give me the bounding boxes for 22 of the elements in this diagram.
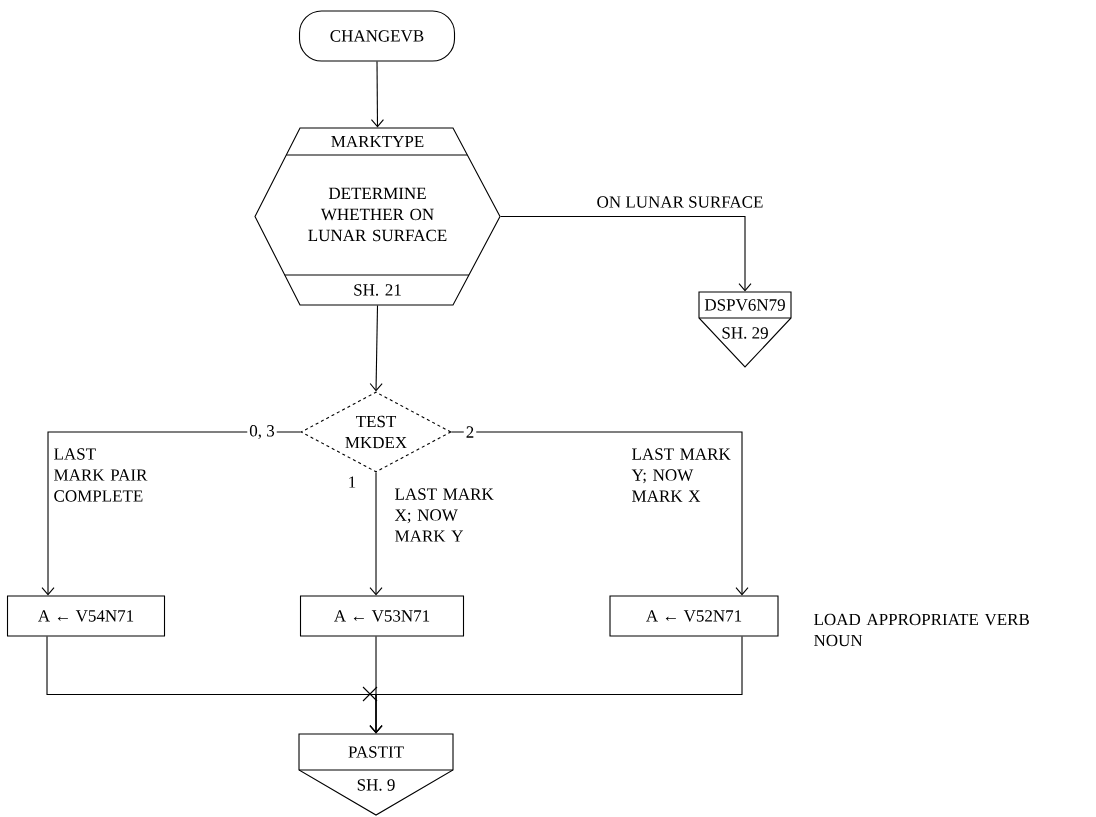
predefined-process-hexagon: MARKTYPE DETERMINE WHETHER ON LUNAR SURFACE SH. 21 bbox=[254, 127, 501, 306]
condition-note: LAST MARK X; NOW MARK Y bbox=[394, 488, 494, 542]
process-box: A ← V52N71 bbox=[609, 595, 779, 637]
process-box: A ← V53N71 bbox=[299, 595, 465, 637]
arrow bbox=[369, 305, 383, 392]
edge-label: 2 bbox=[463, 424, 477, 440]
condition-note: LAST MARK Y; NOW MARK X bbox=[631, 448, 731, 502]
note-text: LOAD APPROPRIATE VERB NOUN bbox=[814, 613, 1029, 647]
arrow bbox=[369, 636, 743, 734]
off-page-connector: PASTIT SH. 9 bbox=[298, 733, 454, 816]
off-page-connector: DSPV6N79 SH. 29 bbox=[698, 291, 792, 368]
arrow bbox=[500, 215, 752, 292]
arrow bbox=[41, 431, 301, 596]
process-box: A ← V54N71 bbox=[6, 595, 166, 637]
condition-note: LAST MARK PAIR COMPLETE bbox=[54, 448, 148, 502]
terminal-box: CHANGEVB bbox=[298, 10, 456, 62]
edge-label: 1 bbox=[349, 476, 356, 488]
arrow bbox=[451, 431, 749, 596]
edge-label: ON LUNAR SURFACE bbox=[597, 196, 763, 208]
arrow bbox=[369, 472, 383, 596]
arrow bbox=[370, 61, 384, 128]
edge-label: 0, 3 bbox=[247, 423, 277, 441]
